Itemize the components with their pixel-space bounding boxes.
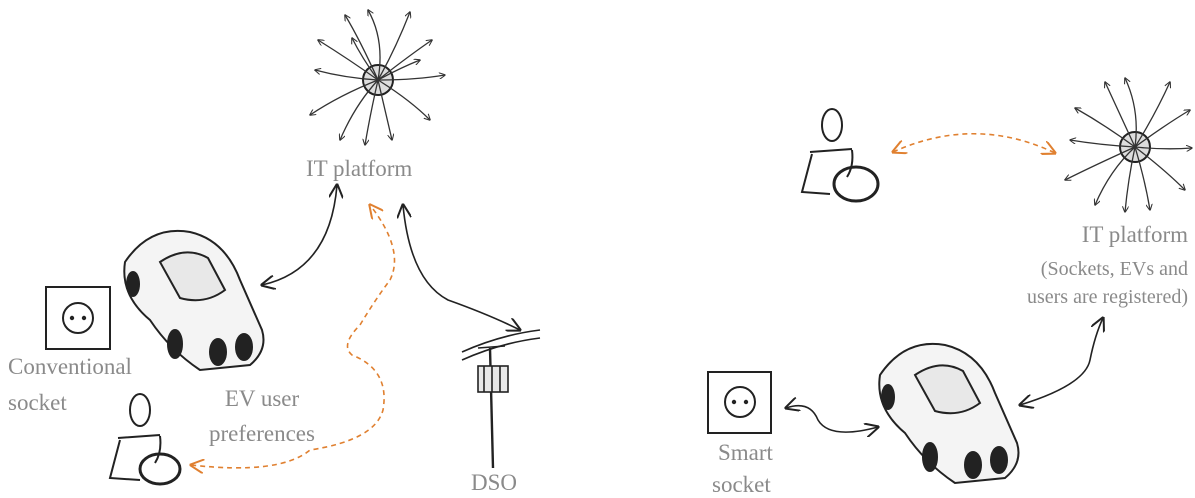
it-platform-label: IT platform xyxy=(1081,222,1188,247)
smart-socket-car-arrow xyxy=(786,406,878,432)
user-icon xyxy=(800,108,880,203)
registration-note: users are registered) xyxy=(1026,286,1188,308)
preferences-label: EV user xyxy=(224,386,300,411)
power-pole-icon xyxy=(461,329,541,469)
registration-note: (Sockets, EVs and xyxy=(1040,258,1188,280)
socket-label: socket xyxy=(712,472,771,497)
car-icon xyxy=(123,229,265,372)
car-platform-arrow xyxy=(262,185,337,285)
dso-label: DSO xyxy=(471,470,518,495)
car-platform-arrow xyxy=(1020,318,1103,405)
globe-icon xyxy=(310,10,445,145)
dso-platform-arrow xyxy=(403,205,520,330)
user-platform-arrow xyxy=(893,132,1055,153)
socket-icon xyxy=(707,371,772,434)
socket-label: Smart xyxy=(718,440,773,465)
socket-label: socket xyxy=(8,390,67,415)
preferences-arrow xyxy=(191,205,396,468)
it-platform-label: IT platform xyxy=(306,156,413,181)
user-icon xyxy=(108,393,182,486)
socket-label: Conventional xyxy=(8,354,132,379)
car-icon xyxy=(878,342,1020,485)
preferences-label: preferences xyxy=(209,421,315,446)
globe-icon xyxy=(1065,78,1192,212)
socket-icon xyxy=(45,286,111,350)
